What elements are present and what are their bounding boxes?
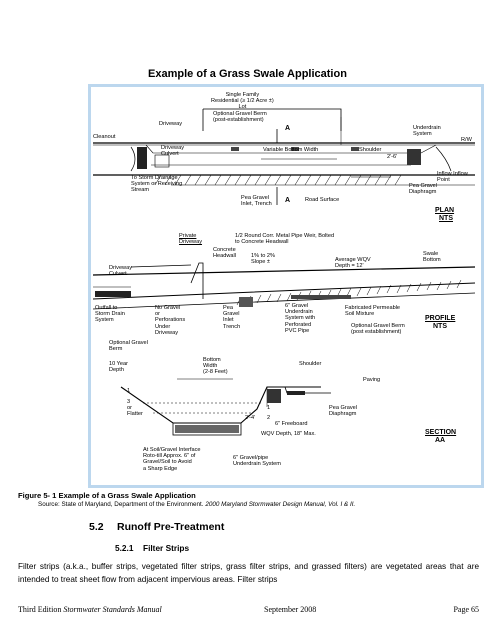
profile-optional-berm-label: Optional Gravel Berm (post establishment… [351,323,405,336]
profile-title: PROFILE [425,315,456,322]
section-gravel-pipe-label: 6" Gravel/pipe Underdrain System [233,455,281,468]
plan-underdrain-label: Underdrain System [413,125,441,138]
section-heading-5-2-1: 5.2.1 Filter Strips [115,543,189,553]
plan-nts: NTS [439,215,453,222]
footer-edition: Third Edition [18,605,64,614]
section-number: 5.2 [89,521,104,533]
plan-variable-width-label: Variable Bottom Width [263,147,319,153]
section-pea-gravel-diaphragm-label: Pea Gravel Diaphragm [329,405,357,418]
swale-drawing [92,108,476,436]
plan-hatch [154,174,402,186]
profile-outfall-label: Outfall to Storm Drain System [95,305,125,324]
section-title: SECTION [425,429,457,436]
plan-driveway-culvert-label: Driveway Culvert [161,145,185,158]
footer-date: September 2008 [264,605,317,614]
footer-page-number: Page 65 [453,605,479,614]
profile-permeable-soil-label: Fabricated Permeable Soil Mixture [345,305,401,318]
profile-slope-label: 1% to 2% Slope ± [251,253,275,266]
body-paragraph: Filter strips (a.k.a., buffer strips, ve… [18,562,479,584]
plan-optional-berm-label: Optional Gravel Berm (post-establishment… [213,111,267,124]
plan-storm-drainage-label: To Storm Drainage System or Receiving St… [131,175,183,194]
section-gravel [175,389,305,433]
plan-rw-label: R/W [461,137,472,143]
plan-pea-gravel-trench-label: Pea Gravel Inlet, Trench [241,195,272,208]
section-dim-label: 2'-4' [245,415,256,421]
figure-source-title: 2000 Maryland Stormwater Design Manual, … [205,501,356,508]
profile-average-wqv-label: Average WQV Depth = 12' [335,257,371,270]
profile-gravel-underdrain-label: 6" Gravel Underdrain System with Perfora… [285,303,316,334]
plan-shoulder-label: Shoulder [359,147,382,153]
section-paving-label: Paving [363,377,381,383]
grass-swale-figure: Single Family Residential (≥ 1/2 Acre ±)… [88,84,484,488]
plan-cleanout-label: Cleanout [93,134,116,140]
profile-gravel [95,291,351,307]
section-shoulder-label: Shoulder [299,361,322,367]
footer-manual-name: Stormwater Standards Manual [63,605,162,614]
section-ratio-1-label: 1 [127,388,131,394]
profile-view [92,262,476,310]
plan-inflow-label: Inflow Inflow Point [437,171,468,184]
plan-section-a-top: A [285,125,291,132]
figure-caption: Figure 5- 1 Example of a Grass Swale App… [18,491,196,500]
plan-driveway-label: Driveway [159,121,183,127]
profile-swale-bottom-label: Swale Bottom [423,251,441,264]
plan-title: PLAN [435,207,455,214]
profile-private-driveway-label: Private Driveway [179,233,203,246]
figure-source-prefix: Source: State of Maryland, Department of… [38,501,206,508]
plan-section-a-bottom: A [285,197,291,204]
profile-pipe-weir-label: 1/2 Round Corr. Metal Pipe Weir, Bolted … [235,233,335,246]
plan-dim-label: 2'-6' [387,154,398,160]
section-wqv-depth-label: WQV Depth, 18" Max. [261,431,316,437]
plan-view [93,108,475,205]
section-heading-5-2: 5.2 Runoff Pre-Treatment [89,521,224,533]
subsection-title-text: Filter Strips [143,543,190,553]
profile-pea-gravel-inlet-label: Pea Gravel Inlet Trench [223,305,241,330]
footer-manual-title: Third Edition Stormwater Standards Manua… [18,605,162,614]
profile-concrete-headwall-label: Concrete Headwall [213,247,237,260]
profile-driveway-culvert-label: Driveway Culvert [109,265,133,278]
plan-gravel [137,147,421,169]
section-bottom-width-label: Bottom Width (2-8 Feet) [203,357,228,376]
section-interface-label: At Soil/Gravel Interface Roto-till Appro… [143,447,201,472]
plan-road-surface-label: Road Surface [305,197,340,203]
page-title: Example of a Grass Swale Application [148,68,347,80]
section-ratio-left-label: 3 or Flatter [127,399,143,418]
section-ten-year-label: 10 Year Depth [109,361,128,374]
section-ratio-1b-label: 1 [267,405,271,411]
section-title-text: Runoff Pre-Treatment [117,521,225,533]
plan-pea-gravel-diaphragm-label: Pea Gravel Diaphragm [409,183,437,196]
section-freeboard-label: 6" Freeboard [275,421,308,427]
section-ratio-2-label: 2 [267,415,271,421]
plan-single-family-label: Single Family Residential (≥ 1/2 Acre ±)… [211,92,274,111]
section-optional-berm-label: Optional Gravel Berm [109,340,148,353]
profile-nts: NTS [433,323,447,330]
subsection-number: 5.2.1 [115,543,134,553]
profile-no-gravel-label: No Gravel or Perforations Under Driveway [155,305,186,336]
section-aa: AA [435,437,446,444]
figure-source: Source: State of Maryland, Department of… [38,501,355,508]
